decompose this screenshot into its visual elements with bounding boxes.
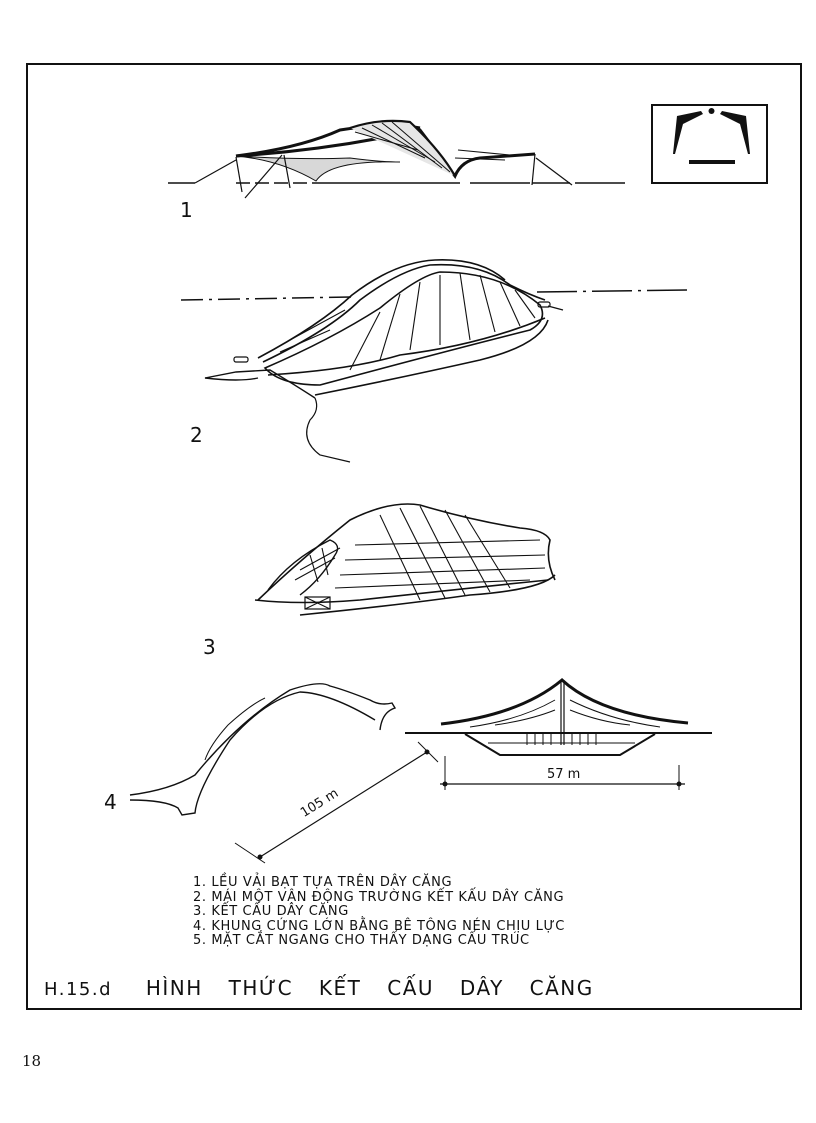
page-number: 18 <box>22 1052 42 1070</box>
caption-word: CẤU <box>387 976 435 1000</box>
cable-section-symbol-icon <box>673 108 750 164</box>
figure-caption: H.15.d HÌNH THỨC KẾT CẤU DÂY CĂNG <box>44 976 612 1000</box>
legend-item-4: 4. KHUNG CỨNG LỚN BẰNG BÊ TÔNG NÉN CHỊU … <box>193 918 565 934</box>
legend-item-5: 5. MẶT CẮT NGANG CHO THẤY DẠNG CẤU TRÚC <box>193 933 530 948</box>
legend-item-1: 1. LỀU VẢI BẠT TỰA TRÊN DÂY CĂNG <box>193 875 453 890</box>
figure-legend: 1. LỀU VẢI BẠT TỰA TRÊN DÂY CĂNG 2. MÁI … <box>193 875 565 949</box>
caption-word: CĂNG <box>529 976 594 1000</box>
drawing-3-label: 3 <box>203 635 216 659</box>
drawing-2-stadium-roof <box>180 259 691 463</box>
section-symbol-box <box>651 104 768 184</box>
legend-item-2: 2. MÁI MỘT VẬN ĐỘNG TRƯỜNG KẾT KẤU DÂY C… <box>193 889 565 905</box>
caption-word: THỨC <box>228 976 294 1000</box>
drawing-4-concrete-arch <box>129 683 439 864</box>
drawing-1-label: 1 <box>180 198 193 222</box>
section-width-dimension: 57 m <box>547 767 581 782</box>
caption-word: KẾT <box>318 976 362 1000</box>
drawing-3-cable-net <box>254 503 556 616</box>
drawing-5-cross-section <box>405 678 712 790</box>
legend-item-3: 3. KẾT CẤU DÂY CĂNG <box>193 904 349 919</box>
drawing-2-label: 2 <box>190 423 203 447</box>
drawing-1-tent-elevation <box>168 119 625 199</box>
drawing-4-label: 4 <box>104 790 117 814</box>
caption-word: DÂY <box>459 976 504 1000</box>
drawing-frame <box>26 63 802 1010</box>
caption-word: HÌNH <box>145 976 203 1000</box>
figure-code: H.15.d <box>44 979 112 1000</box>
